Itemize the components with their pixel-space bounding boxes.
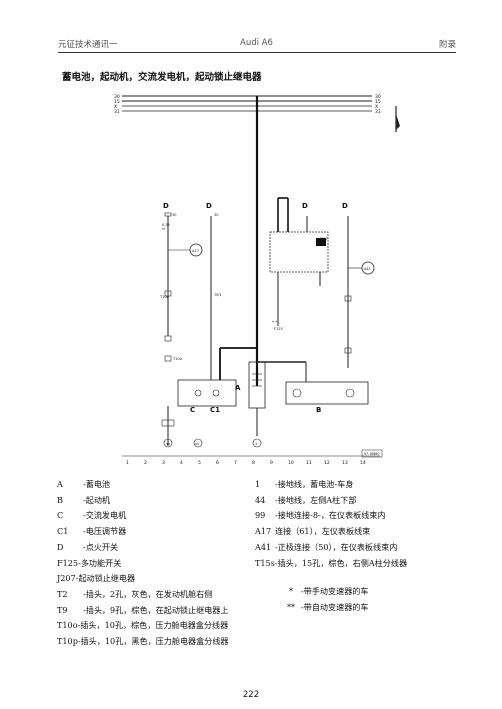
svg-text:31: 31 xyxy=(375,109,381,115)
header-left: 元征技术通讯一 xyxy=(58,40,118,50)
legend-row: 99-接地连接-8-，在仪表板线束内 xyxy=(255,510,386,521)
svg-text:1: 1 xyxy=(255,442,257,446)
svg-text:44: 44 xyxy=(166,442,170,446)
page-header: 元征技术通讯一 Audi A6 附录 xyxy=(58,36,456,53)
svg-text:30: 30 xyxy=(214,213,218,217)
svg-text:6: 6 xyxy=(216,460,219,466)
svg-text:A17: A17 xyxy=(192,249,199,253)
bus-labels-right: 30 15 X 31 xyxy=(375,94,381,115)
diagram-plate: 97-16880 xyxy=(364,452,379,456)
svg-text:* *: * * xyxy=(272,320,277,325)
bottom-column-numbers: 1 2 3 4 5 6 7 8 9 10 11 12 13 14 xyxy=(126,460,366,466)
legend-row: C1-电压调节器 xyxy=(57,526,127,537)
svg-text:15: 15 xyxy=(114,99,120,105)
svg-text:D: D xyxy=(342,202,348,210)
svg-text:C: C xyxy=(190,406,195,414)
svg-text:11: 11 xyxy=(306,460,312,466)
svg-text:5: 5 xyxy=(198,460,201,466)
svg-text:D: D xyxy=(206,202,212,210)
svg-text:12: 12 xyxy=(324,460,330,466)
svg-text:8: 8 xyxy=(252,460,255,466)
svg-text:30: 30 xyxy=(172,213,176,217)
wiring-diagram: 30 15 X 31 30 15 X 31 D 30 0,35 rt T10p … xyxy=(114,94,400,466)
bus-labels-left: 30 15 X 31 xyxy=(114,94,120,115)
legend-row: A41-正极连接（50），在仪表板线束内 xyxy=(255,541,398,552)
legend-row: T15s-插头，15孔，棕色，右侧A柱分线器 xyxy=(255,557,408,568)
svg-text:B: B xyxy=(316,406,321,414)
header-center: Audi A6 xyxy=(240,38,273,48)
svg-text:30: 30 xyxy=(114,94,120,100)
legend-row: T10o-插头，10孔，棕色，压力舱电器盒分线器 xyxy=(57,620,229,631)
svg-text:10: 10 xyxy=(288,460,294,466)
legend-right: 1-接地线，蓄电池-车身 44-接地线，左侧A柱下部 99-接地连接-8-，在仪… xyxy=(255,477,407,571)
page-title: 蓄电池，起动机，交流发电机，起动锁止继电器 xyxy=(62,72,262,83)
legend-left: A-蓄电池 B-起动机 C-交流发电机 C1-电压调节器 D-点火开关 F125… xyxy=(57,477,229,650)
svg-text:30: 30 xyxy=(375,94,381,100)
svg-text:C1: C1 xyxy=(210,406,220,414)
page-number: 222 xyxy=(242,690,260,700)
svg-text:13: 13 xyxy=(342,460,348,466)
legend-row: F125-多功能开关 xyxy=(57,557,122,568)
svg-text:0,35: 0,35 xyxy=(162,223,170,227)
legend-row: D-点火开关 xyxy=(57,541,119,552)
svg-text:3: 3 xyxy=(162,460,165,466)
svg-text:T9/1: T9/1 xyxy=(213,293,222,297)
note-manual: *-带手动变速器的车 xyxy=(288,586,369,596)
svg-text:X: X xyxy=(114,104,117,110)
svg-text:1: 1 xyxy=(126,460,129,466)
svg-text:4: 4 xyxy=(180,460,183,466)
legend-row: T10p-插头，10孔，黑色，压力舱电器盒分线器 xyxy=(57,636,229,647)
bus-bars xyxy=(122,95,372,112)
svg-text:2: 2 xyxy=(144,460,147,466)
legend-row: B-起动机 xyxy=(57,494,111,505)
legend-row: 1-接地线，蓄电池-车身 xyxy=(255,479,354,489)
legend-row: T9-插头，9孔，棕色，在起动锁止继电器上 xyxy=(57,604,229,615)
svg-text:D: D xyxy=(302,202,308,210)
svg-text:15: 15 xyxy=(375,99,381,105)
svg-text:A: A xyxy=(235,384,241,392)
svg-text:14: 14 xyxy=(360,460,366,466)
legend-row: J207-起动锁止继电器 xyxy=(57,573,136,584)
svg-text:X: X xyxy=(375,104,378,110)
header-right: 附录 xyxy=(438,40,456,50)
legend-row: C-交流发电机 xyxy=(57,510,127,521)
svg-text:D: D xyxy=(163,202,169,210)
legend-row: A-蓄电池 xyxy=(57,479,111,489)
svg-text:rt: rt xyxy=(162,227,165,231)
legend-row: 44-接地线，左侧A柱下部 xyxy=(255,494,357,505)
svg-text:7: 7 xyxy=(234,460,237,466)
svg-text:31: 31 xyxy=(114,109,120,115)
svg-text:F125: F125 xyxy=(274,327,283,331)
note-automatic: **-带自动变速器的车 xyxy=(286,602,369,612)
legend-row: T2-插头，2孔，灰色，在发动机舱右侧 xyxy=(57,588,213,599)
svg-text:A41: A41 xyxy=(364,267,371,271)
svg-text:T10o: T10o xyxy=(172,357,182,361)
svg-text:9: 9 xyxy=(270,460,273,466)
svg-text:99: 99 xyxy=(195,442,199,446)
svg-text:T10p: T10p xyxy=(159,295,170,299)
